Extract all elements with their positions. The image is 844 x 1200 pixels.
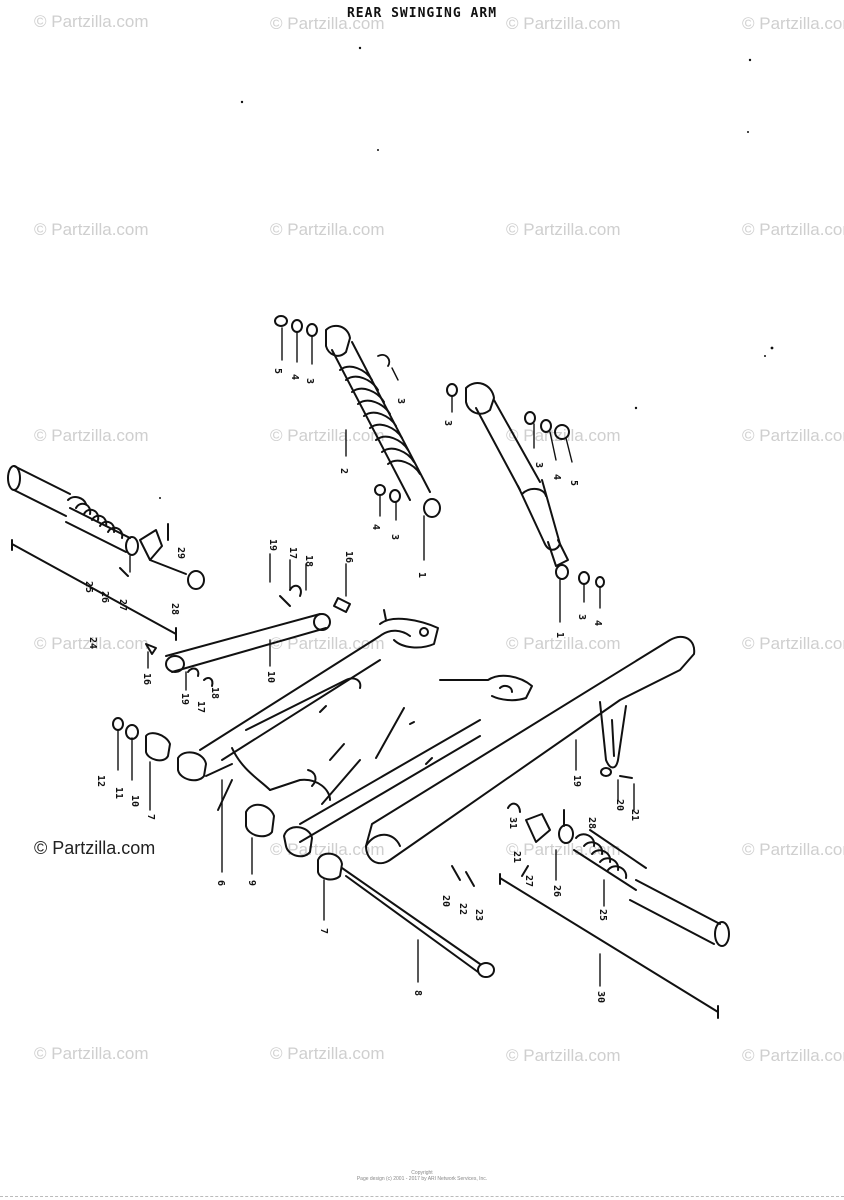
watermark: © Partzilla.com [270, 14, 385, 33]
watermark: © Partzilla.com [742, 1046, 844, 1065]
watermark: © Partzilla.com [270, 840, 385, 859]
callout-shock-left-lower-3: 3 [389, 533, 401, 541]
callout-chain-case-20: 20 [614, 798, 626, 812]
watermark: © Partzilla.com [742, 14, 844, 33]
callout-brake-rod-18: 18 [303, 554, 315, 568]
callout-arm-7: 7 [318, 927, 330, 935]
callout-footrest-right-27: 27 [523, 874, 535, 888]
callout-shock-right-1: 1 [554, 631, 566, 639]
watermark: © Partzilla.com [34, 1044, 149, 1063]
watermark: © Partzilla.com [270, 426, 385, 445]
leader-lines [117, 327, 635, 987]
footrest-right [499, 802, 730, 1019]
page-bottom-divider [0, 1196, 844, 1197]
callout-brake-rod-16b: 16 [141, 672, 153, 686]
callout-footrest-left-29: 29 [175, 546, 187, 560]
callout-footrest-left-26: 26 [99, 590, 111, 604]
callout-brake-rod-18b: 18 [209, 686, 221, 700]
scan-specks [159, 46, 774, 499]
callout-shock-left-lower-4: 4 [370, 523, 382, 531]
callout-chain-case-22: 22 [457, 902, 469, 916]
watermark: © Partzilla.com [742, 426, 844, 445]
callout-arm-9: 9 [246, 879, 258, 887]
callout-brake-rod-16: 16 [343, 550, 355, 564]
copyright-line-1: Copyright [411, 1170, 433, 1176]
callout-chain-case-20b: 20 [440, 894, 452, 908]
callout-footrest-right-25: 25 [597, 908, 609, 922]
callout-pivot-7: 7 [145, 813, 157, 821]
diagram-title: REAR SWINGING ARM [346, 6, 498, 21]
copyright-footer: Copyright Page design (c) 2001 - 2017 by… [0, 1170, 844, 1182]
callout-footrest-left-28: 28 [169, 602, 181, 616]
rear-shock-absorber-right [446, 382, 605, 588]
watermark: © Partzilla.com [270, 1044, 385, 1063]
chain-case [365, 635, 696, 865]
watermark: © Partzilla.com [742, 220, 844, 239]
callout-pivot-11: 11 [113, 786, 125, 800]
callout-brake-rod-19b: 19 [179, 692, 191, 706]
watermark: © Partzilla.com [742, 840, 844, 859]
rear-shock-absorber-left [274, 315, 441, 518]
callout-footrest-right-30: 30 [595, 990, 607, 1004]
callout-shock-right-3: 3 [533, 461, 545, 469]
watermark: © Partzilla.com [270, 634, 385, 653]
callout-shock-top-left-5: 5 [272, 367, 284, 375]
callout-shock-right-5: 5 [568, 479, 580, 487]
swinging-arm [177, 609, 533, 858]
callout-shock-right-3-low: 3 [576, 613, 588, 621]
watermark: © Partzilla.com [506, 1046, 621, 1065]
callout-shock-right-4-low: 4 [592, 619, 604, 627]
callout-brake-rod-10: 10 [265, 670, 277, 684]
callout-arm-6: 6 [215, 879, 227, 887]
callout-pivot-10: 10 [129, 794, 141, 808]
callout-chain-case-21: 21 [629, 808, 641, 822]
callout-shock-top-left-4: 4 [289, 373, 301, 381]
rear-axle [317, 852, 495, 978]
footrest-left [7, 465, 205, 641]
watermark: © Partzilla.com [34, 12, 149, 31]
callout-chain-case-19: 19 [571, 774, 583, 788]
callout-footrest-right-21: 21 [511, 850, 523, 864]
callout-chain-case-23: 23 [473, 908, 485, 922]
callout-shock-top-left-3: 3 [304, 377, 316, 385]
watermark: © Partzilla.com [506, 14, 621, 33]
callout-shock-left-1: 1 [416, 571, 428, 579]
watermark: © Partzilla.com [506, 220, 621, 239]
callout-shock-right-3-top: 3 [442, 419, 454, 427]
callout-footrest-left-27: 27 [117, 598, 129, 612]
callout-brake-rod-17b: 17 [195, 700, 207, 714]
callout-footrest-left-25: 25 [83, 580, 95, 594]
callout-brake-rod-17: 17 [287, 546, 299, 560]
callout-shock-right-4: 4 [551, 473, 563, 481]
pivot-bushing-left [112, 717, 171, 762]
callout-shock-left-2: 2 [338, 467, 350, 475]
callout-brake-rod-19: 19 [267, 538, 279, 552]
watermark: © Partzilla.com [34, 220, 149, 239]
watermark: © Partzilla.com [270, 220, 385, 239]
watermark: © Partzilla.com [742, 634, 844, 653]
callout-pivot-12: 12 [95, 774, 107, 788]
callout-footrest-right-26: 26 [551, 884, 563, 898]
callout-arm-8: 8 [412, 989, 424, 997]
watermark: © Partzilla.com [34, 838, 156, 858]
watermark: © Partzilla.com [34, 634, 149, 653]
callout-footrest-right-28: 28 [586, 816, 598, 830]
callout-footrest-left-24: 24 [87, 636, 99, 650]
copyright-line-2: Page design (c) 2001 - 2017 by ARI Netwo… [356, 1176, 488, 1182]
callout-shock-left-upper-3: 3 [395, 397, 407, 405]
brake-torque-rod [145, 584, 351, 687]
watermark: © Partzilla.com [506, 634, 621, 653]
callout-footrest-right-31: 31 [507, 816, 519, 830]
watermark: © Partzilla.com [34, 426, 149, 445]
